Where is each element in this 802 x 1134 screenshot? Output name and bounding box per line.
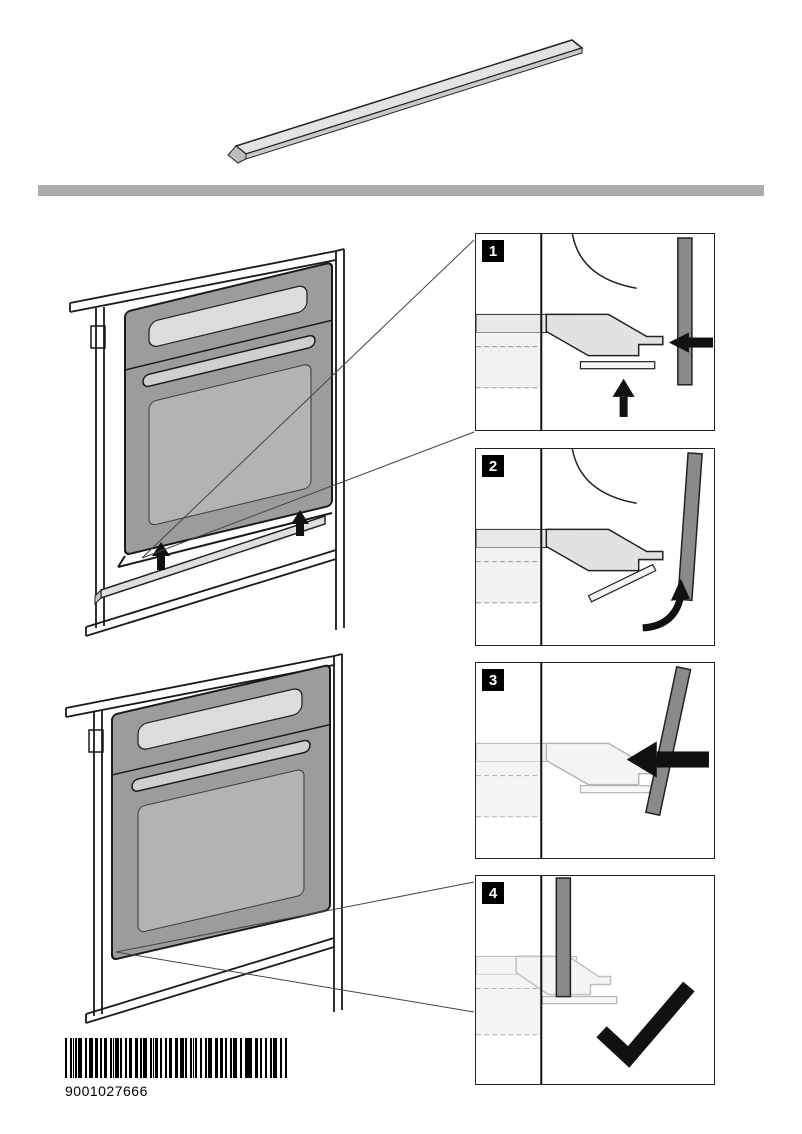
step-3-badge: 3 — [482, 669, 504, 691]
step-2-badge: 2 — [482, 455, 504, 477]
trim-strip-attached-faint — [579, 785, 656, 794]
arrow-up-icon — [291, 510, 309, 536]
trim-strip-inserting — [94, 514, 326, 606]
trim-strip-product-illustration — [227, 39, 584, 164]
callout-lines-step4 — [115, 881, 475, 1013]
step-4-badge: 4 — [482, 882, 504, 904]
step-4-number: 4 — [488, 884, 498, 902]
oven-door-edge-bar — [644, 665, 692, 817]
door-frame-curve — [571, 234, 637, 290]
step-3-detail-drawing — [476, 663, 709, 858]
cutaway-area — [476, 974, 542, 1035]
oven-installed-illustration — [65, 653, 343, 1024]
step-panel-2: 2 — [475, 448, 715, 646]
callout-lines-step1 — [141, 239, 475, 559]
cutaway-area — [476, 547, 542, 603]
oven-door-edge-bar — [677, 237, 693, 386]
cutaway-area — [476, 761, 542, 817]
barcode-bars — [65, 1038, 287, 1078]
step-panel-3: 3 — [475, 662, 715, 859]
oven-front-open — [124, 262, 333, 555]
barcode-number: 9001027666 — [65, 1083, 148, 1099]
step-panel-4: 4 — [475, 875, 715, 1085]
arrow-left-icon — [626, 741, 709, 778]
step-1-detail-drawing — [476, 234, 713, 430]
oven-foot-profile — [545, 528, 664, 572]
trim-strip-rotating — [587, 563, 657, 603]
trim-strip-cross-section — [579, 361, 656, 370]
arrow-up-icon — [612, 378, 635, 417]
step-1-number: 1 — [488, 242, 498, 260]
trim-strip-installed-faint — [541, 995, 618, 1005]
step-panel-1: 1 — [475, 233, 715, 431]
rotate-arrow-icon — [642, 578, 690, 632]
oven-foot-profile — [545, 313, 664, 357]
door-frame-curve — [571, 449, 637, 505]
step-4-detail-drawing — [476, 876, 695, 1084]
oven-door-edge-bar — [677, 452, 703, 602]
step-2-number: 2 — [488, 457, 498, 475]
step-2-detail-drawing — [476, 449, 703, 645]
step-3-number: 3 — [488, 671, 498, 689]
oven-door-edge-bar — [555, 877, 572, 998]
checkmark-icon — [596, 981, 695, 1068]
section-divider — [38, 185, 764, 196]
cutaway-area — [476, 332, 542, 388]
arrow-left-icon — [668, 332, 713, 353]
oven-front-closed — [111, 664, 331, 961]
oven-step-illustration — [69, 248, 345, 637]
step-1-badge: 1 — [482, 240, 504, 262]
